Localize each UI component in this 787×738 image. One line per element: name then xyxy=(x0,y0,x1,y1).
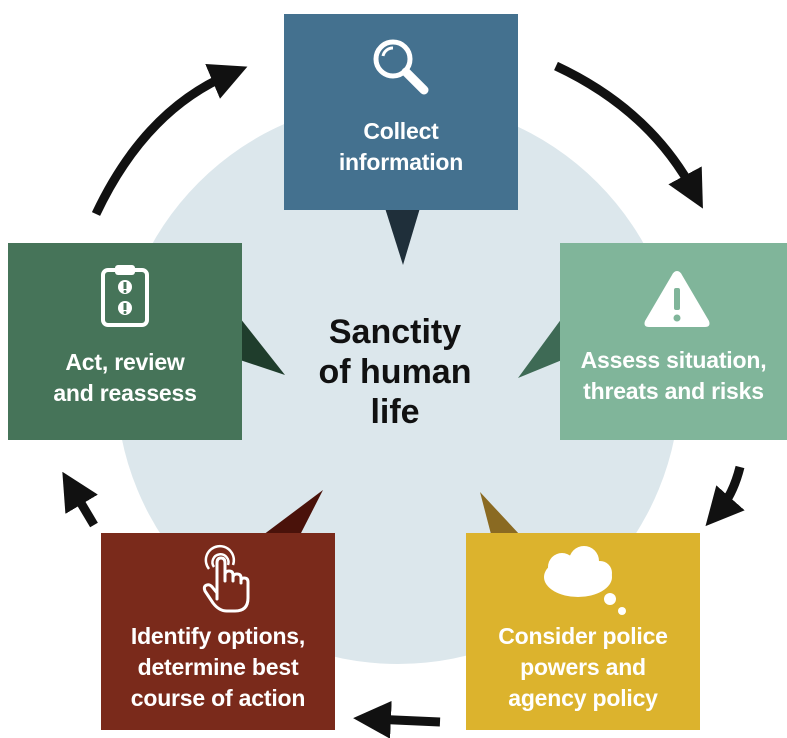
step-collect-line-1: Collect xyxy=(363,118,439,144)
arrow-assess-to-consider xyxy=(705,465,745,527)
magnifying-glass-icon xyxy=(373,39,429,95)
step-collect-information: Collect information xyxy=(284,14,518,210)
step-act-label: Act, review and reassess xyxy=(8,347,242,409)
step-assess-label: Assess situation, threats and risks xyxy=(560,345,787,407)
background-circle xyxy=(116,100,680,664)
step-assess-line-1: Assess situation, xyxy=(580,347,767,373)
collect-pointer xyxy=(385,208,420,265)
identify-pointer xyxy=(263,490,323,535)
act-pointer xyxy=(240,318,285,375)
center-line-2: of human xyxy=(318,353,472,391)
clipboard-icon xyxy=(101,265,149,327)
step-consider-label: Consider police powers and agency policy xyxy=(466,621,700,714)
arrow-collect-to-assess xyxy=(554,61,703,209)
step-consider-police-powers: Consider police powers and agency policy xyxy=(466,533,700,730)
warning-triangle-icon xyxy=(644,271,710,327)
thought-bubble-icon xyxy=(544,546,626,615)
arrow-consider-to-identify xyxy=(353,700,441,738)
step-identify-options: Identify options, determine best course … xyxy=(101,533,335,730)
step-act-line-1: Act, review xyxy=(65,349,185,375)
step-identify-label: Identify options, determine best course … xyxy=(101,621,335,714)
step-consider-line-2: powers and xyxy=(520,654,646,680)
assess-pointer xyxy=(518,318,562,378)
center-line-3: life xyxy=(370,393,420,431)
step-identify-line-2: determine best xyxy=(137,654,299,680)
step-consider-line-3: agency policy xyxy=(508,685,658,711)
touch-hand-icon xyxy=(202,544,250,613)
step-collect-label: Collect information xyxy=(284,116,518,178)
center-label: Sanctity of human life xyxy=(290,312,500,432)
step-act-review: Act, review and reassess xyxy=(8,243,242,440)
step-collect-line-2: information xyxy=(338,149,464,175)
step-assess-situation: Assess situation, threats and risks xyxy=(560,243,787,440)
step-identify-line-1: Identify options, xyxy=(130,623,306,649)
center-line-1: Sanctity xyxy=(328,313,462,351)
consider-pointer xyxy=(480,492,520,538)
arrow-identify-to-act xyxy=(62,471,98,528)
step-consider-line-1: Consider police xyxy=(498,623,668,649)
arrow-act-to-collect xyxy=(91,63,248,216)
step-act-line-2: and reassess xyxy=(53,380,197,406)
step-identify-line-3: course of action xyxy=(130,685,306,711)
step-assess-line-2: threats and risks xyxy=(583,378,764,404)
